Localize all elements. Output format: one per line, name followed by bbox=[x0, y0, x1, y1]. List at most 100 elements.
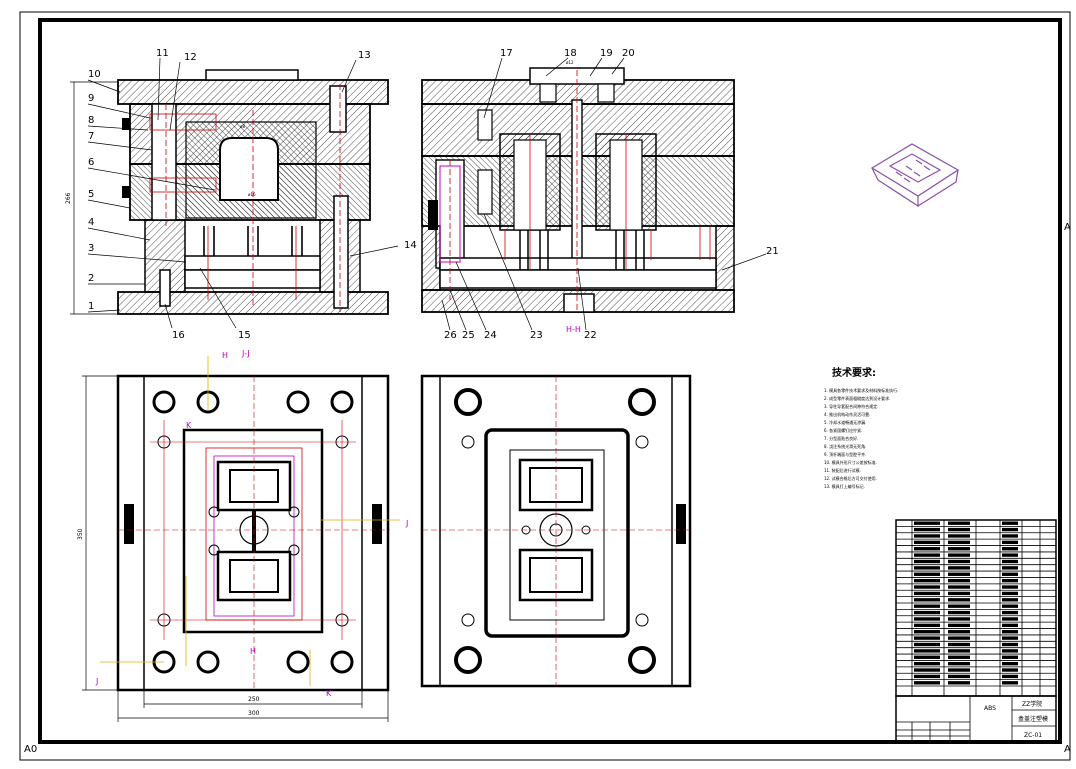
part-label-26: 26 bbox=[444, 330, 457, 341]
title-block-drawing-name: 盒盖注塑模 bbox=[1018, 715, 1048, 723]
parts-list-cell-text bbox=[948, 655, 970, 659]
svg-text:ø12: ø12 bbox=[566, 60, 574, 65]
svg-text:ø8: ø8 bbox=[240, 124, 245, 129]
section-mark-hh: H-H bbox=[566, 325, 581, 334]
parts-list-cell-text bbox=[948, 553, 970, 557]
part-label-10: 10 bbox=[88, 69, 101, 80]
part-label-7: 7 bbox=[88, 131, 94, 142]
dimension-350-label: 350 bbox=[77, 528, 84, 540]
sheet-inner-border bbox=[38, 18, 1062, 744]
parts-list-cell-text bbox=[1002, 540, 1018, 545]
cut-letter-h-1: H bbox=[222, 351, 228, 360]
parts-list-cell-text bbox=[948, 661, 970, 666]
part-label-6: 6 bbox=[88, 157, 94, 168]
title-block-material: ABS bbox=[984, 705, 996, 712]
parts-list-cell-text bbox=[1002, 661, 1018, 666]
parts-list-cell-text bbox=[1002, 636, 1018, 640]
section-mark-jj: J-J bbox=[241, 349, 250, 358]
parts-list-cell-text bbox=[948, 610, 970, 615]
parts-list-cell-text bbox=[914, 623, 940, 628]
tech-req-line-10: 10. 模具外形尺寸公差按标准. bbox=[824, 459, 877, 465]
parts-list-cell-text bbox=[1002, 578, 1018, 583]
tech-req-line-1: 1. 模具各零件技术要求及材料按标准执行. bbox=[824, 387, 898, 393]
part-label-9: 9 bbox=[88, 93, 94, 104]
parts-list-cell-text bbox=[948, 585, 970, 589]
parts-list-cell-text bbox=[1002, 681, 1018, 685]
parts-list-cell-text bbox=[914, 585, 940, 589]
tech-req-line-4: 4. 推出机构动作灵活可靠. bbox=[824, 411, 870, 417]
parts-list-cell-text bbox=[1002, 668, 1018, 672]
part-label-19: 19 bbox=[600, 48, 613, 59]
parts-list-cell-text bbox=[914, 661, 940, 666]
part-label-20: 20 bbox=[622, 48, 635, 59]
title-block-company: ZZ学院 bbox=[1022, 700, 1042, 708]
parts-list-cell-text bbox=[914, 636, 940, 640]
parts-list-cell-text bbox=[914, 642, 940, 647]
parts-list-cell-text bbox=[1002, 598, 1018, 602]
parts-list-cell-text bbox=[948, 540, 970, 545]
part-label-14: 14 bbox=[404, 240, 417, 251]
parts-list-cell-text bbox=[948, 547, 970, 551]
parts-list-cell-text bbox=[1002, 521, 1018, 525]
parts-list-table bbox=[895, 519, 1057, 697]
tech-req-line-11: 11. 装配后进行试模. bbox=[824, 467, 861, 473]
part-label-5: 5 bbox=[88, 189, 94, 200]
part-label-23: 23 bbox=[530, 330, 543, 341]
tech-req-line-5: 5. 冷却水道畅通无渗漏. bbox=[824, 419, 866, 425]
title-block-code: ZC-01 bbox=[1024, 732, 1042, 739]
parts-list-cell-text bbox=[1002, 649, 1018, 653]
part-label-21: 21 bbox=[766, 246, 779, 257]
part-label-25: 25 bbox=[462, 330, 475, 341]
parts-list-cell-text bbox=[948, 566, 970, 570]
parts-list-cell-text bbox=[914, 547, 940, 551]
parts-list-cell-text bbox=[1002, 617, 1018, 621]
tech-req-line-9: 9. 顶杆端面与型腔平齐. bbox=[824, 451, 866, 457]
parts-list-cell-text bbox=[1002, 566, 1018, 570]
parts-list-cell-text bbox=[914, 655, 940, 659]
parts-list-cell-text bbox=[948, 598, 970, 602]
corner-label-a-top: A bbox=[1064, 222, 1071, 233]
parts-list-cell-text bbox=[948, 591, 970, 596]
tech-req-line-2: 2. 成型零件表面粗糙度达到设计要求. bbox=[824, 395, 890, 401]
parts-list-fill bbox=[914, 521, 1018, 685]
tech-req-line-6: 6. 各紧固螺钉应拧紧. bbox=[824, 427, 862, 433]
parts-list-cell-text bbox=[914, 617, 940, 621]
tech-req-line-3: 3. 导柱导套配合间隙符合规定. bbox=[824, 403, 878, 409]
parts-list-cell-text bbox=[1002, 610, 1018, 615]
part-label-4: 4 bbox=[88, 217, 94, 228]
parts-list-cell-text bbox=[1002, 604, 1018, 608]
part-label-18: 18 bbox=[564, 48, 577, 59]
part-isometric-thumbnail bbox=[870, 143, 960, 208]
cut-letter-j-1: J bbox=[405, 519, 408, 528]
plan-dimensions bbox=[82, 375, 389, 722]
right-plan-view bbox=[420, 374, 692, 688]
part-label-12: 12 bbox=[184, 52, 197, 63]
tech-req-line-12: 12. 试模合格后方可交付使用. bbox=[824, 475, 877, 481]
parts-list-cell-text bbox=[948, 617, 970, 621]
parts-list-cell-text bbox=[948, 681, 970, 685]
parts-list-cell-text bbox=[948, 642, 970, 647]
parts-list-cell-text bbox=[914, 566, 940, 570]
right-section-view: ø12 bbox=[421, 60, 735, 313]
sheet-outer-border bbox=[19, 11, 1071, 761]
part-label-16: 16 bbox=[172, 330, 185, 341]
tech-req-line-13: 13. 模具打上编号标记. bbox=[824, 483, 865, 489]
parts-list-cell-text bbox=[948, 668, 970, 672]
parts-list-cell-text bbox=[914, 668, 940, 672]
parts-list-cell-text bbox=[1002, 674, 1018, 679]
parts-list-cell-text bbox=[914, 681, 940, 685]
dimension-300-label: 300 bbox=[248, 710, 260, 717]
tech-req-title: 技术要求: bbox=[832, 366, 876, 379]
parts-list-cell-text bbox=[1002, 623, 1018, 628]
part-label-2: 2 bbox=[88, 273, 94, 284]
left-part-labels bbox=[87, 57, 399, 329]
parts-list-cell-text bbox=[948, 572, 970, 576]
parts-list-cell-text bbox=[948, 630, 970, 634]
part-label-3: 3 bbox=[88, 243, 94, 254]
parts-list-cell-text bbox=[1002, 655, 1018, 659]
corner-label-a0: A0 bbox=[24, 744, 37, 755]
parts-list-cell-text bbox=[948, 521, 970, 525]
parts-list-cell-text bbox=[914, 578, 940, 583]
dimension-250-label: 250 bbox=[248, 696, 260, 703]
